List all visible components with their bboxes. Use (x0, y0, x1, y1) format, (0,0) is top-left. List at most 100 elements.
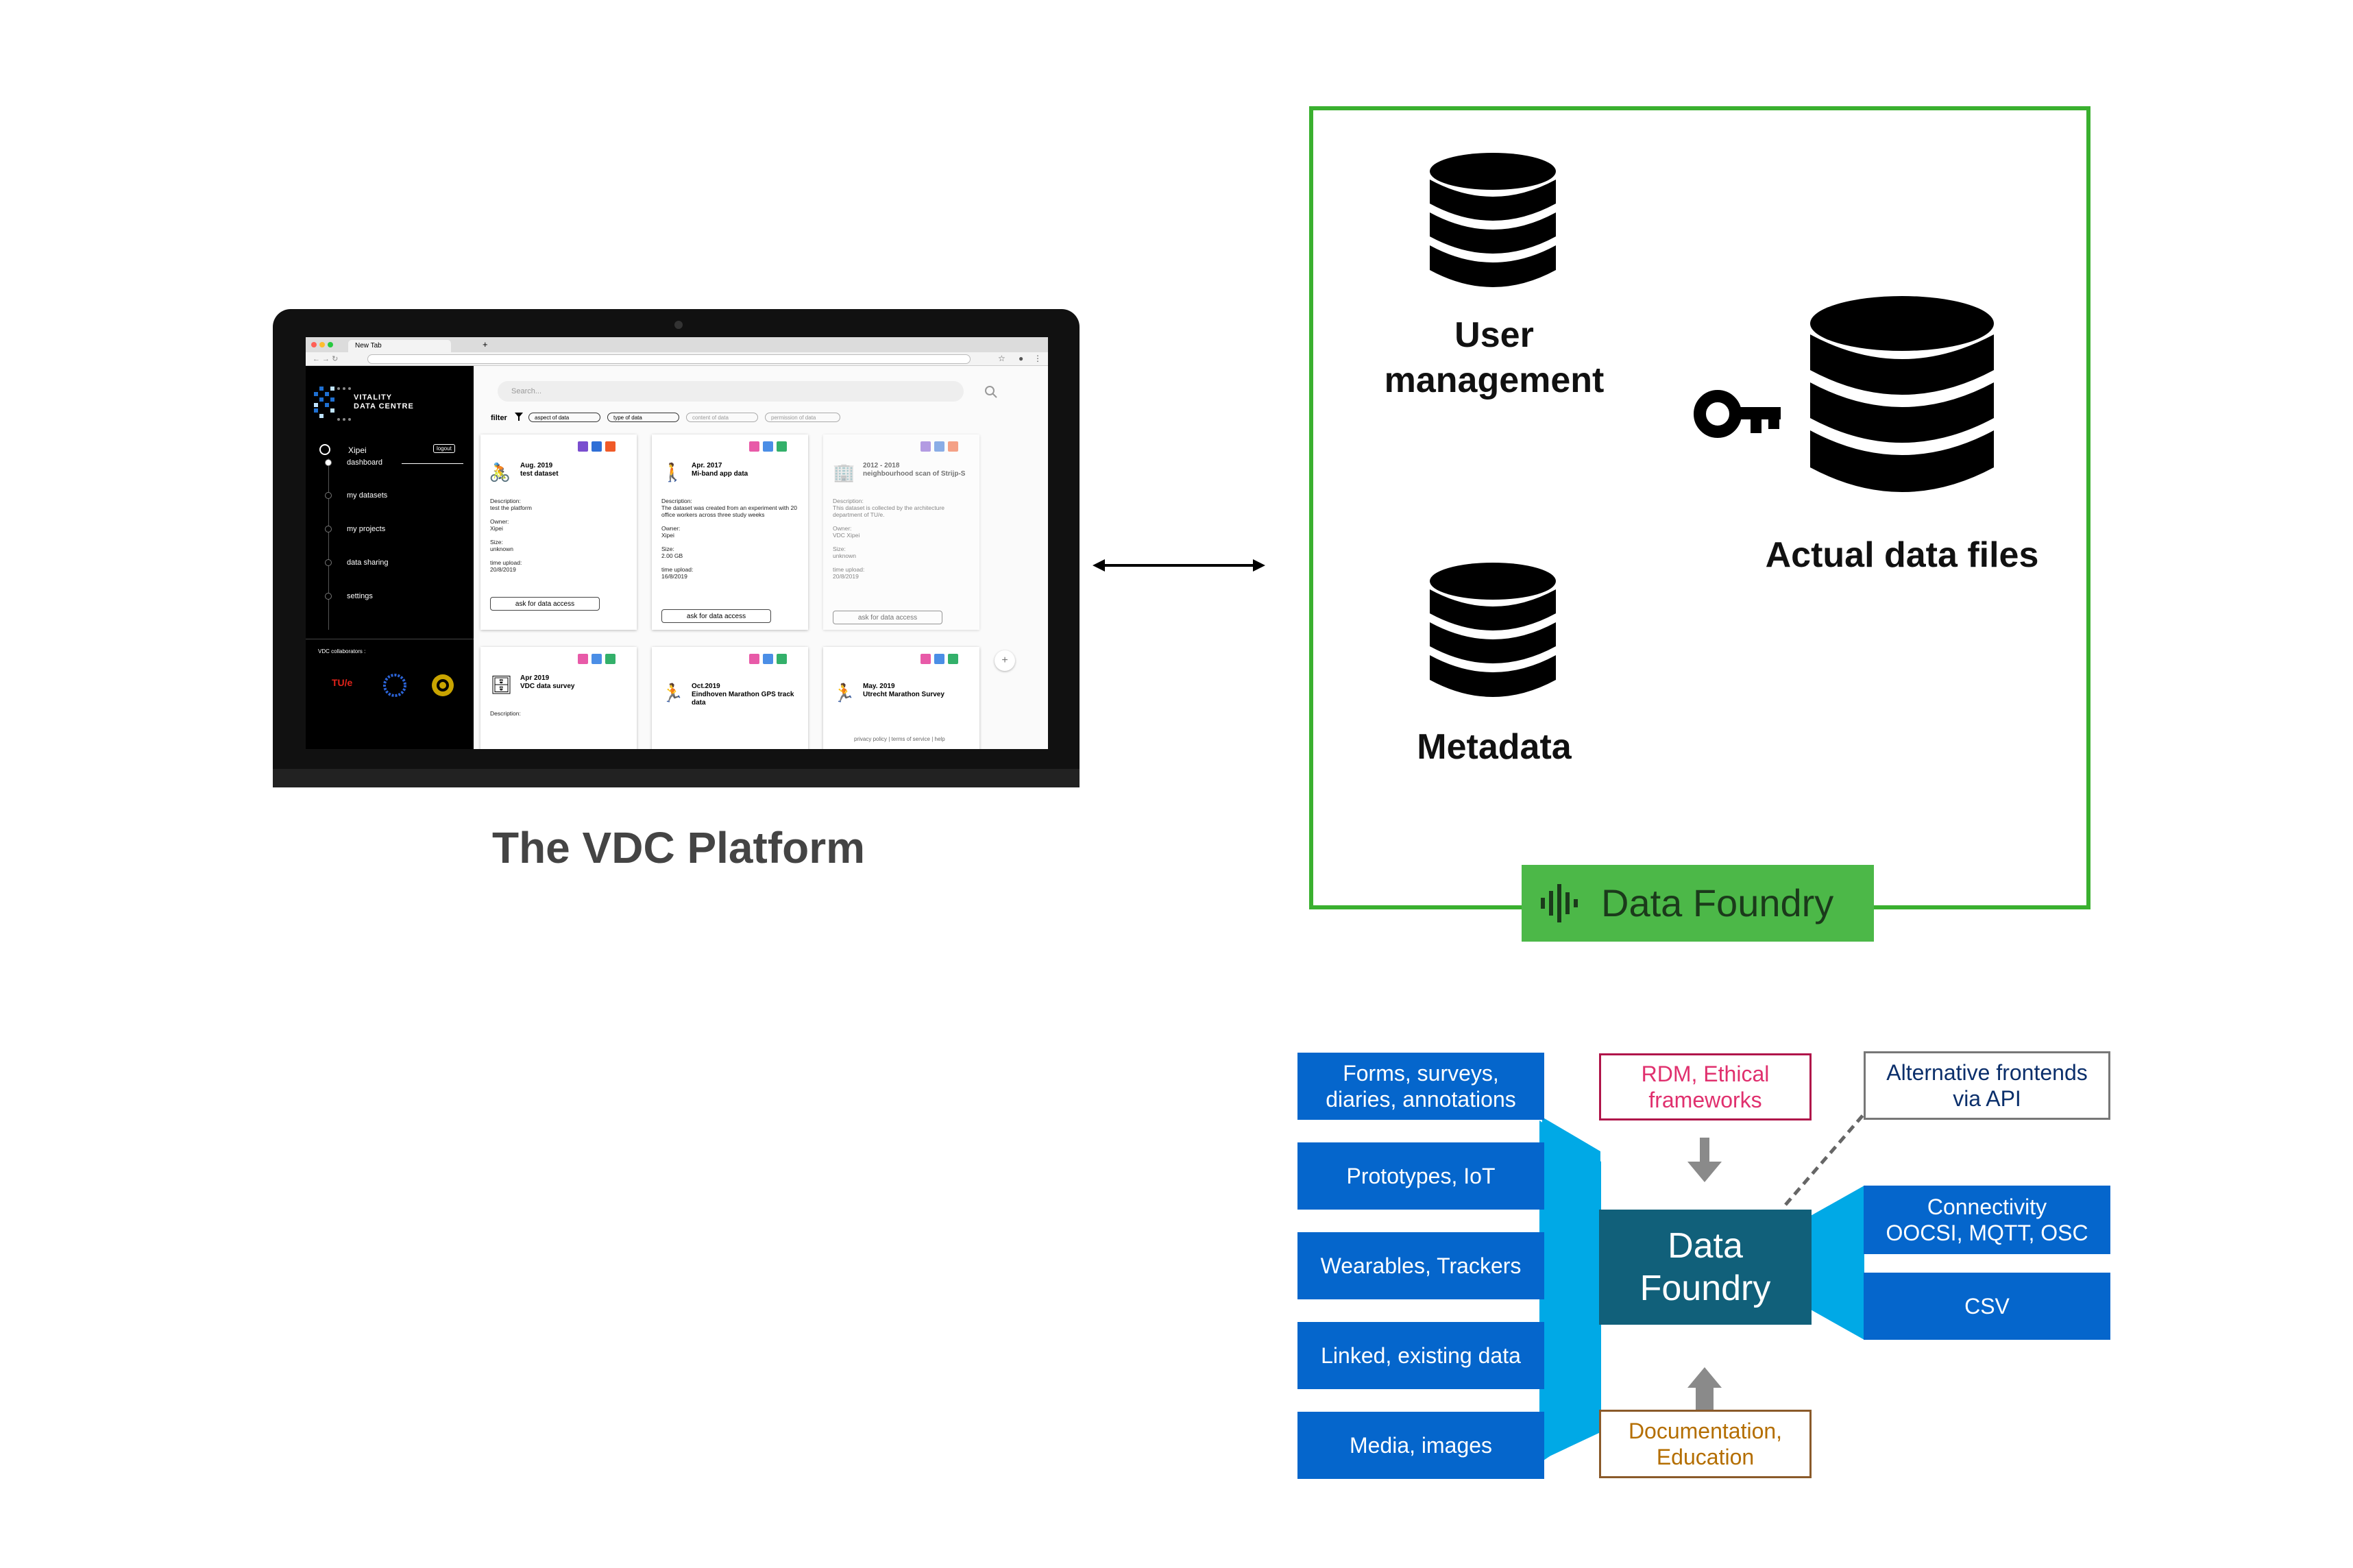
tag-icon (605, 654, 615, 664)
browser-tab-bar: New Tab + (306, 337, 1048, 352)
nav-data-sharing[interactable]: data sharing (347, 559, 389, 567)
tag-icon (749, 441, 759, 452)
laptop-base (273, 769, 1080, 787)
card-date: Apr. 2017 (692, 462, 722, 469)
nav-dot (325, 559, 332, 566)
browser-tab[interactable]: New Tab (348, 340, 451, 352)
card-date: 2012 - 2018 (863, 462, 900, 469)
nav-dot (325, 526, 332, 532)
tag-icon (763, 654, 773, 664)
tag-icon (777, 654, 787, 664)
collaborator-logo-icon (383, 674, 406, 697)
input-funnel (1539, 1120, 1601, 1463)
app-main: Search... filter aspect of data type of … (474, 366, 1048, 749)
filter-label: filter (491, 414, 507, 422)
input-media-box: Media, images (1297, 1412, 1544, 1479)
tag-icon (777, 441, 787, 452)
filter-permission[interactable]: permission of data (765, 413, 840, 422)
filter-type[interactable]: type of data (607, 413, 679, 422)
vdc-logo-icon (314, 387, 351, 421)
address-bar[interactable] (367, 354, 971, 364)
card-name: VDC data survey (520, 683, 575, 690)
nav-my-projects[interactable]: my projects (347, 525, 386, 533)
nav-settings[interactable]: settings (347, 592, 373, 600)
profile-icon[interactable]: ● (1019, 354, 1024, 363)
soundwave-icon (1541, 884, 1578, 922)
tag-icon (749, 654, 759, 664)
close-window-dot[interactable] (311, 342, 317, 347)
nav-line (328, 458, 329, 630)
tag-icon (948, 654, 958, 664)
search-input[interactable]: Search... (498, 381, 964, 402)
tag-icon (948, 441, 958, 452)
menu-icon[interactable]: ⋮ (1034, 354, 1042, 363)
card-date: Aug. 2019 (520, 462, 553, 469)
card-name: neighbourhood scan of Strijp-S (863, 470, 966, 478)
filter-icon[interactable] (515, 413, 523, 421)
tag-icon (934, 654, 944, 664)
search-icon[interactable] (984, 385, 998, 399)
nav-my-datasets[interactable]: my datasets (347, 491, 388, 500)
data-foundry-badge: Data Foundry (1522, 865, 1874, 942)
rdm-box: RDM, Ethical frameworks (1599, 1053, 1812, 1120)
card-name: test dataset (520, 470, 559, 478)
ask-access-button[interactable]: ask for data access (661, 609, 771, 623)
card-date: Oct.2019 (692, 683, 720, 690)
input-linked-data-box: Linked, existing data (1297, 1322, 1544, 1389)
filter-content[interactable]: content of data (686, 413, 758, 422)
logout-button[interactable]: logout (433, 444, 455, 453)
tag-icon (921, 654, 931, 664)
input-forms-box: Forms, surveys, diaries, annotations (1297, 1053, 1544, 1120)
star-icon[interactable]: ☆ (998, 354, 1005, 363)
minimize-window-dot[interactable] (319, 342, 325, 347)
running-icon: 🏃 (833, 683, 855, 703)
double-arrow-icon (1093, 559, 1265, 572)
documentation-box: Documentation, Education (1599, 1410, 1812, 1478)
card-date: May. 2019 (863, 683, 895, 690)
tue-logo: TU/e (332, 677, 353, 688)
add-dataset-button[interactable]: + (995, 650, 1015, 671)
ask-access-button[interactable]: ask for data access (833, 611, 942, 624)
input-wearables-box: Wearables, Trackers (1297, 1232, 1544, 1299)
buildings-icon: 🏢 (833, 462, 855, 482)
footer-links[interactable]: privacy policy | terms of service | help (854, 736, 945, 742)
back-forward-reload-icon[interactable]: ← → ↻ (313, 355, 339, 363)
card-description: Description: test the platform Owner: Xi… (490, 498, 532, 573)
user-icon (319, 444, 330, 455)
user-database-icon (1430, 153, 1556, 287)
card-name: Eindhoven Marathon GPS track data (692, 691, 794, 707)
ask-access-button[interactable]: ask for data access (490, 597, 600, 611)
vdc-platform-label: The VDC Platform (491, 823, 866, 872)
maximize-window-dot[interactable] (328, 342, 333, 347)
tag-icon (605, 441, 615, 452)
connectivity-box: Connectivity OOCSI, MQTT, OSC (1864, 1186, 2110, 1254)
collaborators-label: VDC collaborators : (318, 648, 366, 654)
tag-icon (934, 441, 944, 452)
tag-icon (592, 654, 602, 664)
csv-box: CSV (1864, 1273, 2110, 1340)
user-name: Xipei (348, 445, 367, 455)
nav-dot (325, 492, 332, 499)
metadata-label: Metadata (1417, 727, 1572, 767)
tag-icon (578, 441, 588, 452)
new-tab-button[interactable]: + (483, 339, 488, 350)
nav-dashboard[interactable]: dashboard (347, 458, 382, 467)
card-description: Description: This dataset is collected b… (833, 498, 944, 580)
data-foundry-center-box: Data Foundry (1599, 1210, 1812, 1325)
user-management-label: User management (1384, 315, 1605, 400)
filter-aspect[interactable]: aspect of data (528, 413, 600, 422)
